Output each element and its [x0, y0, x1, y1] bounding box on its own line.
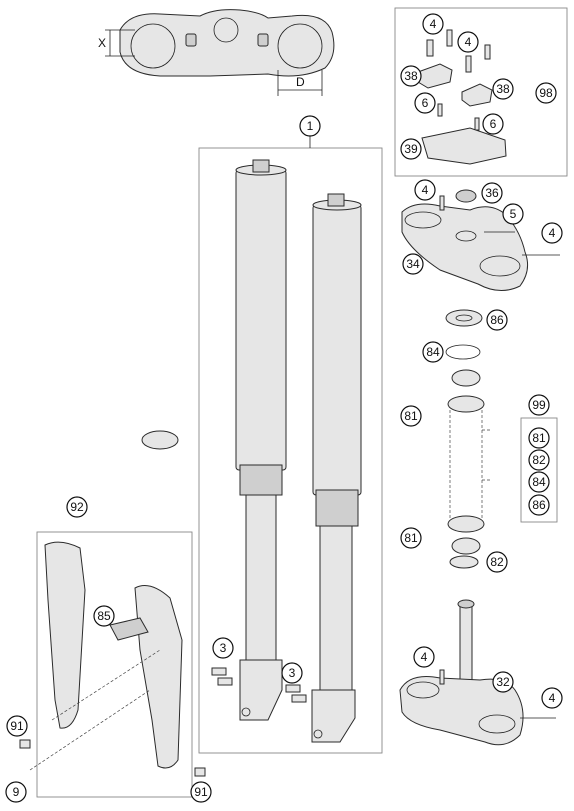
callout-36: 36: [481, 182, 503, 204]
callout-3-a: 3: [212, 637, 234, 659]
callout-4-f: 4: [541, 687, 563, 709]
svg-text:81: 81: [532, 431, 546, 445]
svg-text:81: 81: [404, 409, 418, 423]
callout-3-b: 3: [281, 662, 303, 684]
dimension-d-label: D: [296, 75, 305, 89]
svg-text:38: 38: [496, 82, 510, 96]
callout-86-a: 86: [486, 309, 508, 331]
fork-guards: [19, 541, 206, 777]
svg-text:38: 38: [404, 69, 418, 83]
callout-81-c: 81: [400, 527, 422, 549]
kit-98-parts: [417, 29, 507, 165]
svg-text:84: 84: [426, 345, 440, 359]
svg-text:9: 9: [13, 785, 20, 799]
svg-text:99: 99: [532, 398, 546, 412]
svg-text:3: 3: [220, 641, 227, 655]
svg-text:4: 4: [549, 226, 556, 240]
callout-32: 32: [492, 671, 514, 693]
callout-84-b: 84: [528, 471, 550, 493]
right-fork-leg: [311, 193, 362, 743]
svg-text:91: 91: [10, 719, 24, 733]
callout-86-b: 86: [528, 494, 550, 516]
loose-ring-nut: [141, 430, 179, 450]
callout-82-a: 82: [528, 449, 550, 471]
svg-text:4: 4: [465, 35, 472, 49]
callout-9: 9: [5, 781, 27, 803]
callout-4-a: 4: [422, 13, 444, 35]
callout-91-b: 91: [190, 781, 212, 803]
svg-text:85: 85: [97, 609, 111, 623]
fork-assembly-frame: [198, 147, 383, 754]
svg-text:91: 91: [194, 785, 208, 799]
svg-text:1: 1: [307, 119, 314, 133]
upper-triple-clamp: [401, 189, 560, 291]
svg-text:4: 4: [549, 691, 556, 705]
svg-text:84: 84: [532, 475, 546, 489]
svg-text:98: 98: [539, 86, 553, 100]
callout-81-b: 81: [528, 427, 550, 449]
svg-text:4: 4: [422, 183, 429, 197]
svg-text:6: 6: [490, 117, 497, 131]
callout-4-e: 4: [413, 646, 435, 668]
callout-6-a: 6: [414, 92, 436, 114]
callout-39: 39: [400, 138, 422, 160]
svg-text:81: 81: [404, 531, 418, 545]
svg-text:32: 32: [496, 675, 510, 689]
svg-text:92: 92: [70, 500, 84, 514]
callout-84-a: 84: [422, 341, 444, 363]
top-clamp-dimension-view: X D: [98, 9, 335, 96]
callout-1: 1: [299, 115, 321, 137]
fork-bolts-3: [211, 667, 307, 703]
callout-99: 99: [528, 394, 550, 416]
callout-6-b: 6: [482, 113, 504, 135]
left-fork-leg: [235, 159, 287, 721]
svg-text:86: 86: [532, 498, 546, 512]
svg-text:82: 82: [490, 555, 504, 569]
svg-text:4: 4: [421, 650, 428, 664]
dimension-x-label: X: [98, 36, 106, 50]
svg-text:86: 86: [490, 313, 504, 327]
callout-82-b: 82: [486, 551, 508, 573]
svg-text:82: 82: [532, 453, 546, 467]
svg-text:6: 6: [422, 96, 429, 110]
svg-text:3: 3: [289, 666, 296, 680]
kit-99-frame: [520, 417, 558, 523]
callout-98: 98: [535, 82, 557, 104]
lower-triple-clamp: [399, 599, 556, 746]
callout-38-b: 38: [492, 78, 514, 100]
svg-text:39: 39: [404, 142, 418, 156]
callout-4-c: 4: [414, 179, 436, 201]
fork-guards-frame: [36, 531, 193, 798]
kit-98-frame: [394, 7, 568, 177]
callout-4-b: 4: [457, 31, 479, 53]
steering-bearings: [445, 309, 492, 569]
callout-4-d: 4: [541, 222, 563, 244]
svg-text:4: 4: [430, 17, 437, 31]
svg-text:36: 36: [485, 186, 499, 200]
svg-text:5: 5: [510, 207, 517, 221]
callout-92: 92: [66, 496, 88, 518]
callout-5: 5: [502, 203, 524, 225]
callout-91-a: 91: [6, 715, 28, 737]
callout-81-a: 81: [400, 405, 422, 427]
callout-38-a: 38: [400, 65, 422, 87]
callout-34: 34: [402, 253, 424, 275]
svg-text:34: 34: [406, 257, 420, 271]
callout-85: 85: [93, 605, 115, 627]
